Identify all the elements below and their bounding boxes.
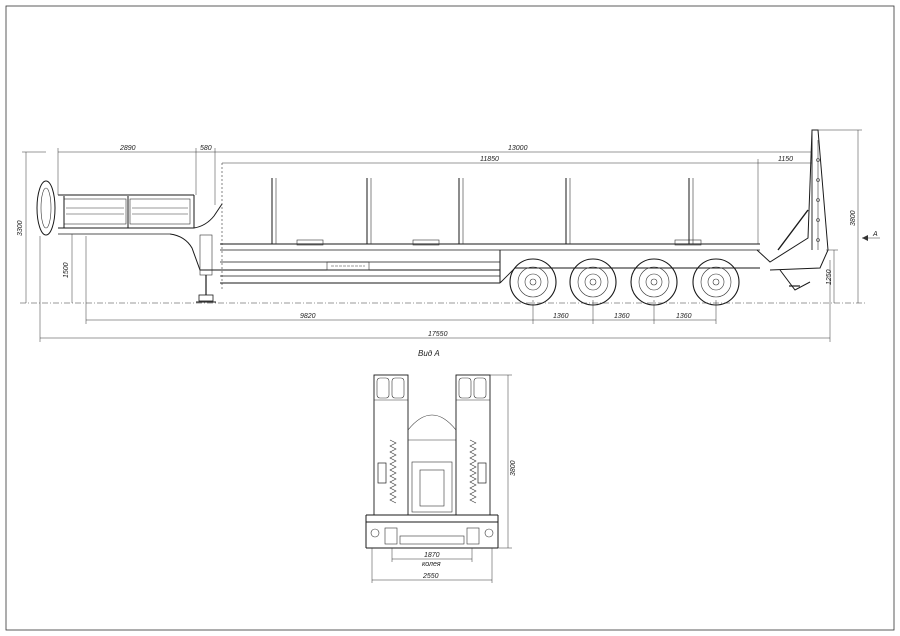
dim-total-height: 3300 (17, 220, 24, 236)
rear-view-title: Вид А (418, 349, 440, 358)
dim-axle-spacing-2: 1360 (614, 313, 630, 320)
dim-axle-spacing-3: 1360 (676, 313, 692, 320)
rear-ramp (756, 129, 829, 291)
side-dimensions (20, 129, 880, 342)
dim-kingpin-to-axle: 9820 (300, 313, 316, 320)
dim-front-overhang: 2890 (119, 145, 136, 152)
rear-dimensions (371, 374, 512, 583)
dim-neck-height: 1500 (63, 262, 70, 278)
rear-ramps (373, 374, 491, 516)
wheel-4 (692, 258, 740, 306)
wheel-1 (509, 258, 557, 306)
right-tail-lamp (477, 462, 487, 484)
side-dimension-labels: 2890 580 13000 11850 1150 3300 1500 3800… (17, 145, 878, 338)
dim-overall-length: 17550 (428, 331, 448, 338)
main-platform (220, 163, 760, 290)
rear-center-structure (365, 414, 499, 549)
rear-dim-width: 2550 (422, 573, 439, 580)
side-stakes (271, 178, 694, 244)
gooseneck (58, 194, 223, 271)
side-view: 2890 580 13000 11850 1150 3300 1500 3800… (17, 129, 880, 342)
view-marker-a: A (872, 231, 878, 238)
dim-kingpin-offset: 580 (200, 145, 212, 152)
dim-ramp-height: 3800 (850, 210, 857, 226)
wheel-3 (630, 258, 678, 306)
rear-dim-track-value: 1870 (424, 552, 440, 559)
landing-gear (196, 234, 216, 303)
rear-dim-height: 3800 (510, 460, 517, 476)
sheet-frame (5, 5, 895, 631)
dim-platform-length: 11850 (480, 156, 499, 163)
spare-wheel (36, 180, 56, 236)
dim-deck-length: 13000 (508, 145, 528, 152)
wheel-2 (569, 258, 617, 306)
dim-rear-section: 1150 (778, 156, 793, 163)
rear-dim-track-label: колея (422, 561, 441, 568)
rear-view: Вид А (365, 349, 517, 583)
left-tail-lamp (377, 462, 387, 484)
axle-group (509, 258, 740, 306)
dim-rear-deck-height: 1250 (826, 269, 833, 285)
dim-axle-spacing-1: 1360 (553, 313, 569, 320)
